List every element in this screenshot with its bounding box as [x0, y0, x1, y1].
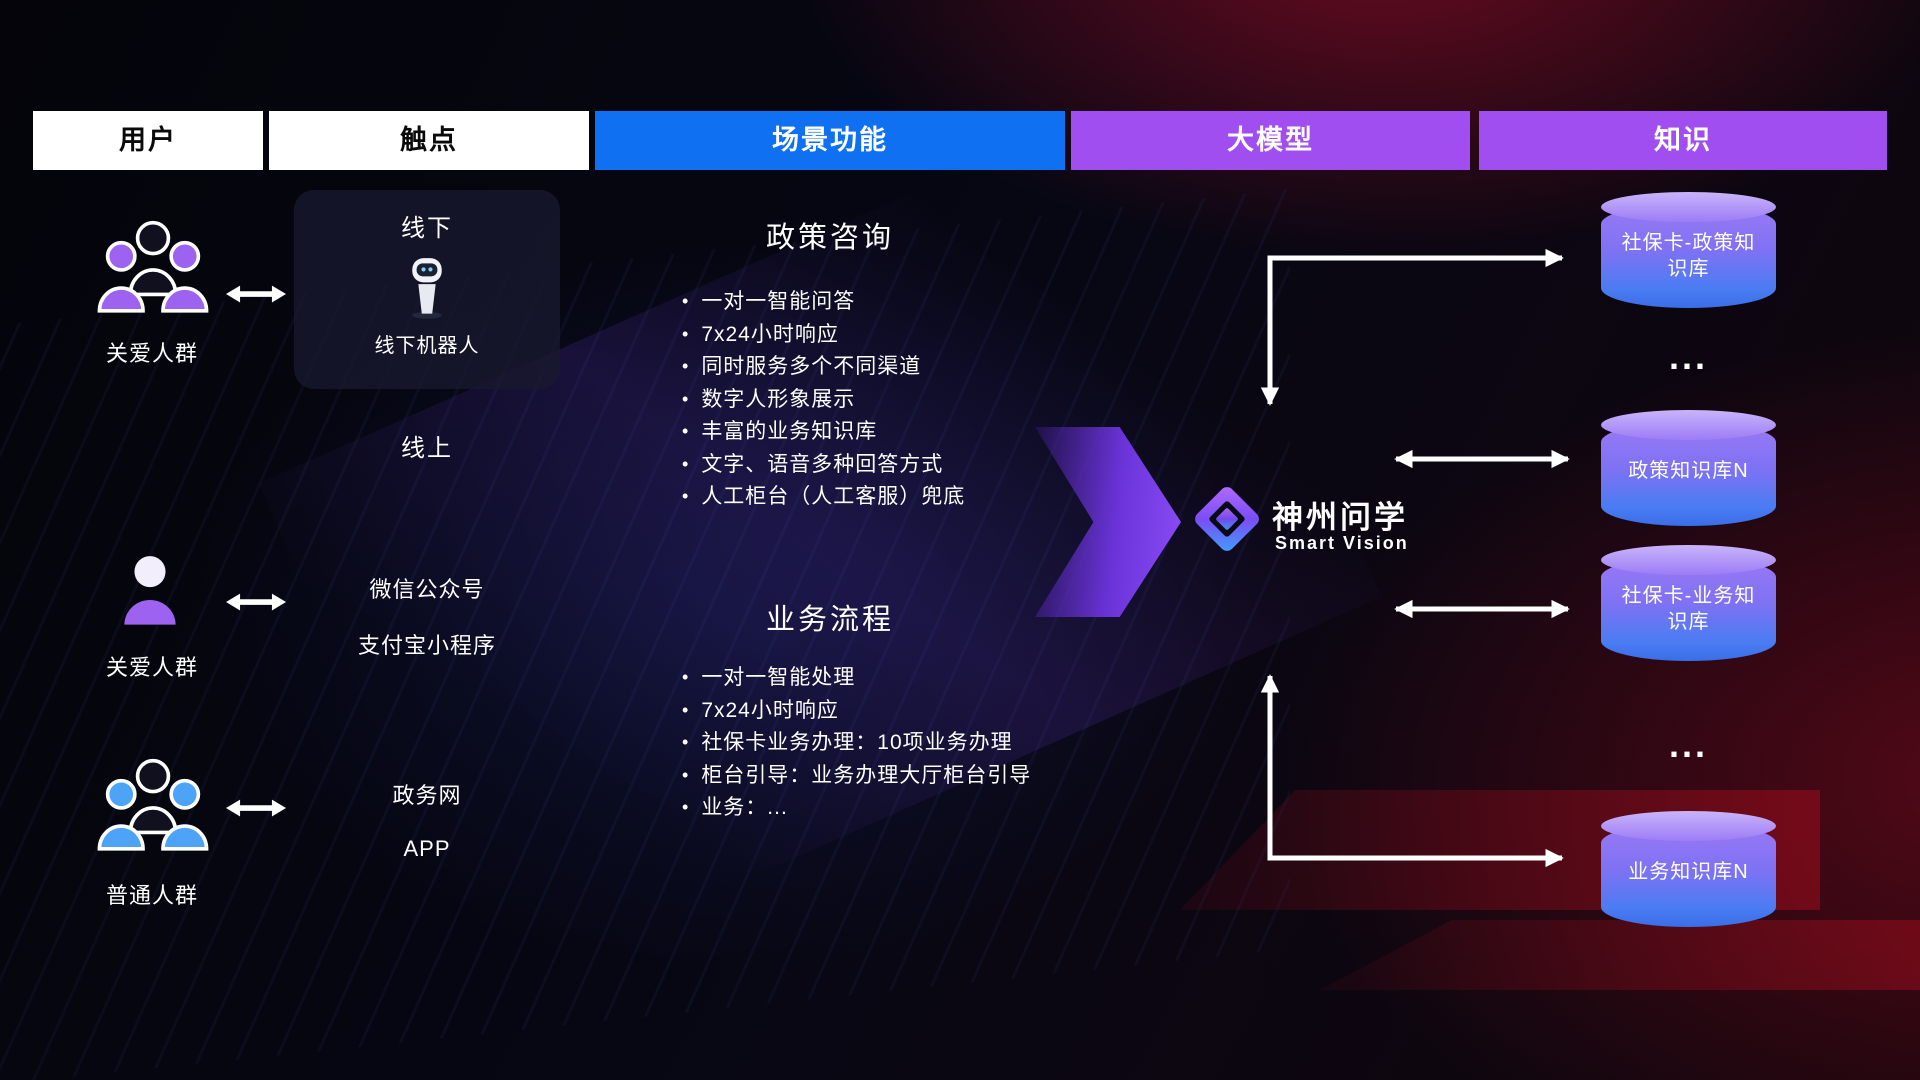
connector-bottom-l-arrow: [1260, 674, 1564, 868]
logo-diamond-icon: [1195, 487, 1259, 551]
list-item: 7x24小时响应: [682, 699, 1031, 723]
knowledge-base-cylinder: 业务知识库N: [1601, 811, 1776, 927]
touchpoint-alipay: 支付宝小程序: [357, 633, 496, 658]
touchpoint-gov-web: 政务网: [392, 783, 462, 808]
robot-icon: [412, 258, 442, 319]
offline-robot-label: 线下机器人: [374, 335, 480, 357]
online-title: 线上: [401, 435, 453, 462]
model-subtitle: Smart Vision: [1275, 533, 1409, 553]
database-icon: [1601, 811, 1776, 841]
list-item: 人工柜台（人工客服）兜底: [682, 485, 965, 509]
scenario-title-business: 业务流程: [765, 604, 894, 636]
offline-title: 线下: [401, 215, 453, 242]
people-group-purple-icon: [97, 220, 209, 313]
header-users: 用户: [33, 111, 263, 170]
list-item: 数字人形象展示: [682, 388, 965, 412]
list-item: 一对一智能问答: [682, 290, 965, 314]
user-group-label: 关爱人群: [105, 655, 198, 680]
scenario-policy-list: 一对一智能问答 7x24小时响应 同时服务多个不同渠道 数字人形象展示 丰富的业…: [682, 290, 965, 518]
list-item: 业务：...: [682, 796, 1031, 820]
header-touchpoints: 触点: [269, 111, 589, 170]
arrow-bidirectional-icon: [226, 593, 286, 611]
database-icon: [1601, 192, 1776, 222]
list-item: 丰富的业务知识库: [682, 420, 965, 444]
people-group-blue-icon: [97, 758, 209, 851]
arrow-bidirectional-icon: [226, 285, 286, 303]
knowledge-base-label: 政策知识库N: [1628, 460, 1749, 482]
knowledge-base-cylinder: 政策知识库N: [1601, 410, 1776, 526]
ellipsis: ...: [1668, 336, 1708, 377]
knowledge-base-label: 社保卡-业务知识库: [1621, 585, 1756, 633]
flow-arrow-icon: [1035, 427, 1181, 617]
single-person-purple-icon: [124, 556, 176, 625]
list-item: 同时服务多个不同渠道: [682, 355, 965, 379]
red-chevron-decoration: [1320, 920, 1920, 990]
touchpoint-wechat: 微信公众号: [369, 577, 485, 602]
database-icon: [1601, 545, 1776, 575]
list-item: 7x24小时响应: [682, 323, 965, 347]
list-item: 柜台引导：业务办理大厅柜台引导: [682, 764, 1031, 788]
knowledge-base-cylinder: 社保卡-政策知识库: [1601, 192, 1776, 308]
scenario-title-policy: 政策咨询: [765, 222, 894, 254]
knowledge-base-cylinder: 社保卡-业务知识库: [1601, 545, 1776, 661]
list-item: 一对一智能处理: [682, 666, 1031, 690]
user-group-label: 普通人群: [105, 883, 198, 908]
header-knowledge: 知识: [1479, 111, 1887, 170]
header-scenarios: 场景功能: [595, 111, 1065, 170]
connector-top-l-arrow: [1260, 248, 1564, 406]
list-item: 社保卡业务办理：10项业务办理: [682, 731, 1031, 755]
touchpoint-app: APP: [403, 836, 451, 861]
model-name: 神州问学: [1272, 500, 1408, 535]
ellipsis: ...: [1668, 724, 1708, 765]
diagonal-streaks-decoration: [0, 189, 1290, 1080]
header-large-model: 大模型: [1071, 111, 1470, 170]
user-group-label: 关爱人群: [105, 341, 198, 366]
list-item: 文字、语音多种回答方式: [682, 453, 965, 477]
offline-touchpoint-card: 线下 线下机器人: [294, 190, 560, 389]
scenario-business-list: 一对一智能处理 7x24小时响应 社保卡业务办理：10项业务办理 柜台引导：业务…: [682, 666, 1031, 829]
knowledge-base-label: 社保卡-政策知识库: [1621, 232, 1756, 280]
database-icon: [1601, 410, 1776, 440]
arrow-bidirectional-icon: [226, 799, 286, 817]
knowledge-base-label: 业务知识库N: [1628, 861, 1749, 883]
